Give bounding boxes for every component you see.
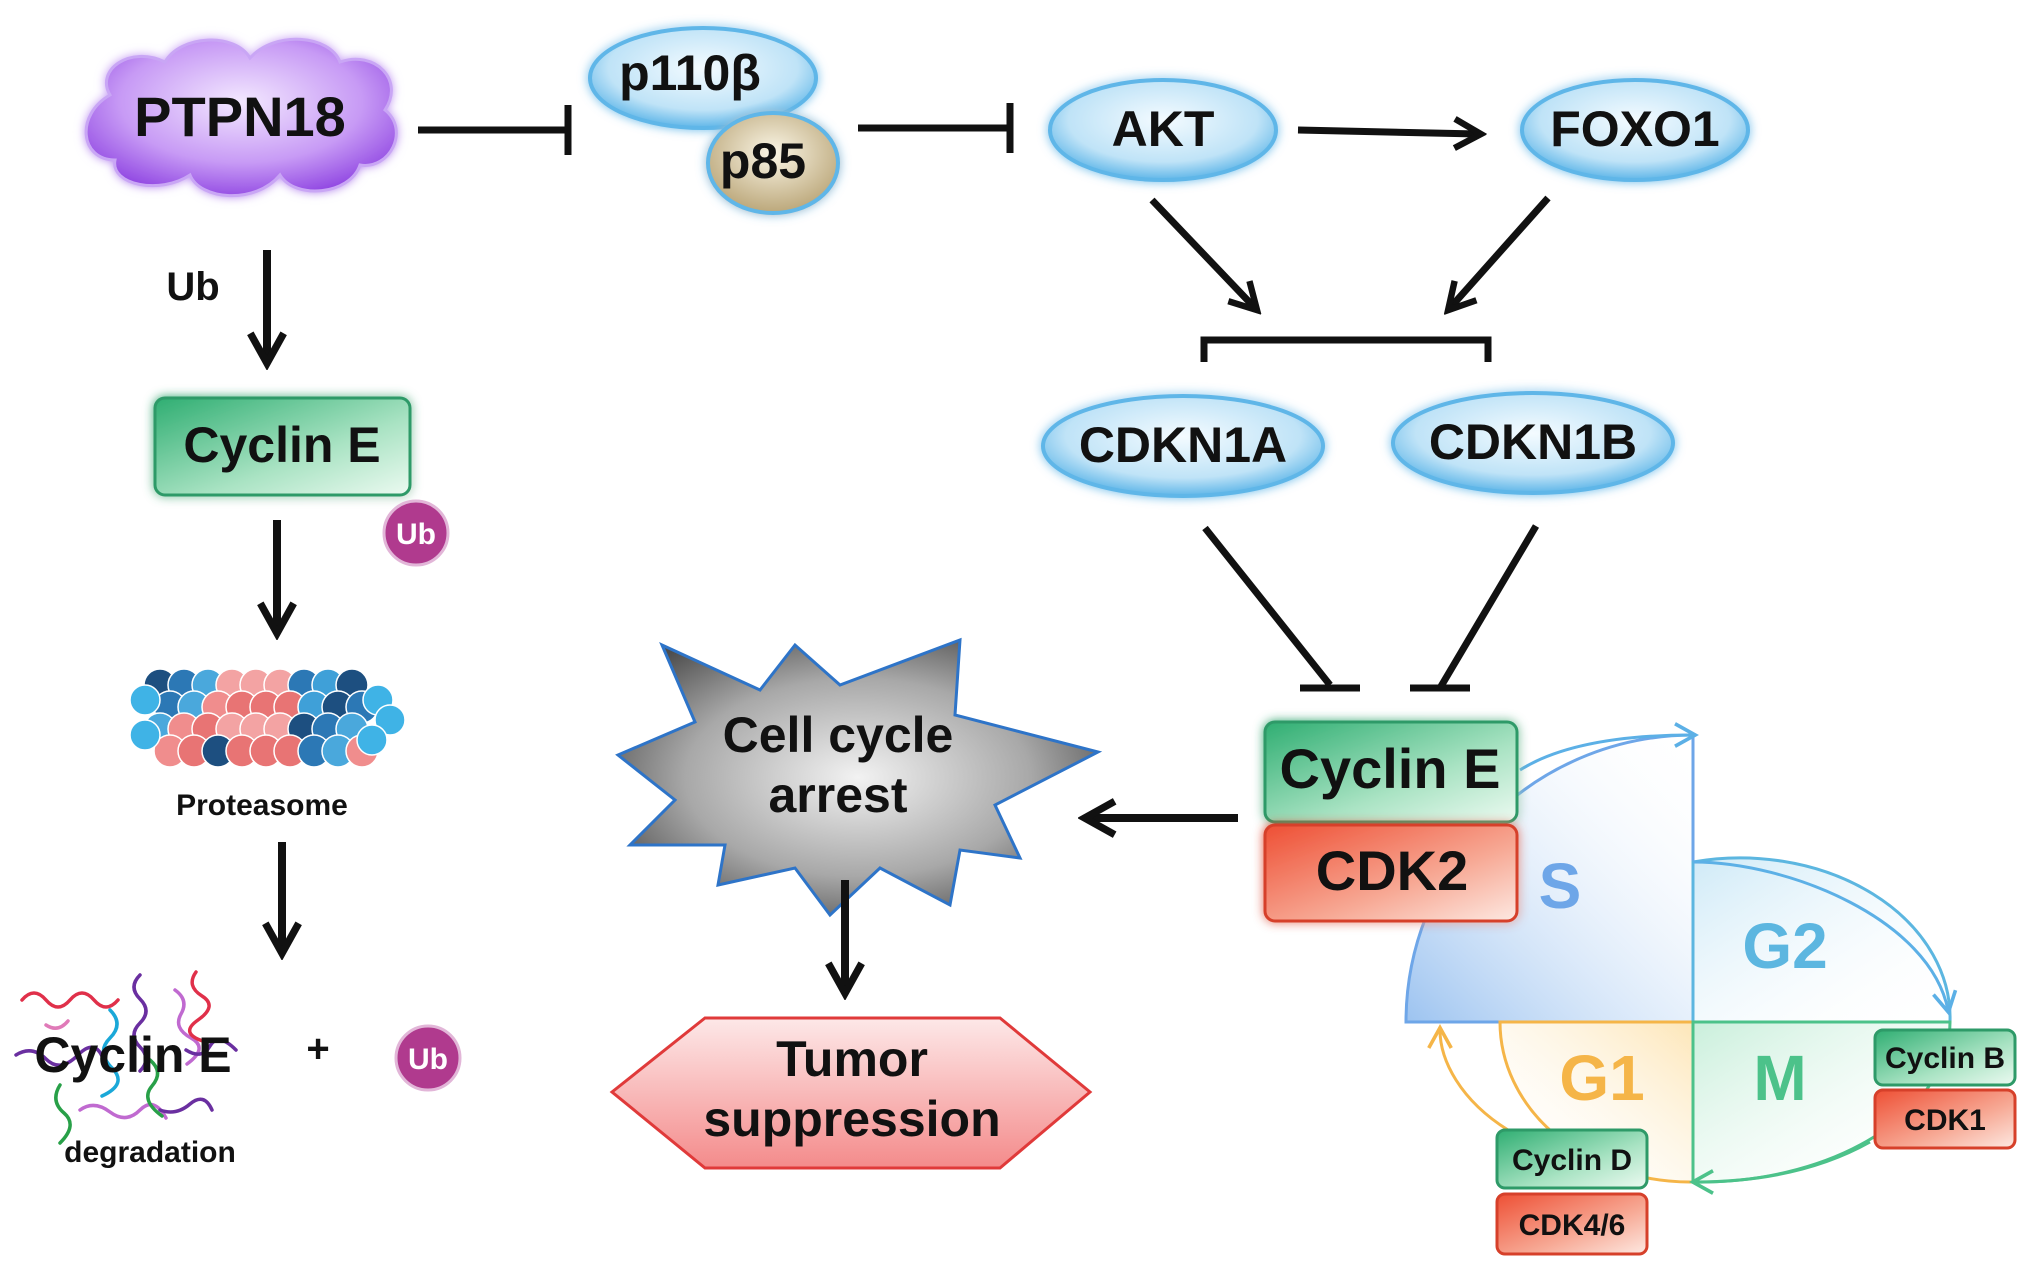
ptpn18-label: PTPN18	[134, 85, 346, 148]
tumor-suppression-hexagon	[609, 1016, 1093, 1170]
cdk2-box	[1263, 823, 1519, 923]
arrow-foxo1-bracket	[1450, 195, 1551, 308]
cdkn-bracket	[1200, 336, 1492, 362]
degradation-label: degradation	[64, 1136, 236, 1169]
cycle-arrow-s	[1519, 722, 1699, 772]
cdkn1b-label: CDKN1B	[1429, 414, 1637, 470]
cdk46-box	[1495, 1192, 1649, 1256]
cyclin-d-label: Cyclin D	[1512, 1144, 1632, 1177]
phase-m-label: M	[1753, 1042, 1806, 1114]
p85-label: p85	[720, 133, 806, 189]
cycle-arrow-g1	[1427, 1024, 1509, 1132]
phase-g2-sector	[1691, 856, 1952, 1024]
degraded-peptides-icon	[14, 970, 238, 1145]
akt-node	[1048, 78, 1278, 182]
inhibit-edge-cdkn1b-cdk2	[1410, 524, 1540, 692]
proteasome-subunit	[356, 724, 388, 756]
foxo1-label: FOXO1	[1550, 101, 1719, 157]
cdk1-box	[1873, 1088, 2017, 1150]
inhibit-edge-cdkn1a-cdk2	[1202, 525, 1360, 692]
proteasome-icon	[129, 668, 406, 768]
plus-sign: +	[306, 1027, 329, 1071]
cdkn1b-node	[1391, 391, 1675, 495]
p85-node	[706, 111, 840, 215]
ub-badge-1	[382, 499, 450, 567]
cyclin-e-top-box	[153, 396, 412, 497]
cdk1-label: CDK1	[1904, 1104, 1986, 1137]
inhibit-edge-pi3k-akt	[858, 103, 1014, 153]
proteasome-subunit	[374, 704, 406, 736]
tumor-suppression-label-1: Tumor	[776, 1031, 928, 1087]
phase-g1-label: G1	[1559, 1042, 1644, 1114]
degraded-cyclin-e-label: Cyclin E	[34, 1027, 231, 1083]
cdk46-label: CDK4/6	[1519, 1209, 1626, 1242]
cyclin-e-top-label: Cyclin E	[183, 417, 380, 473]
cyclin-d-box	[1495, 1128, 1649, 1190]
akt-label: AKT	[1112, 101, 1215, 157]
cyclin-e-complex-box	[1263, 720, 1519, 824]
p110b-node	[588, 26, 818, 130]
cycle-arrow-m	[1689, 1140, 1871, 1195]
cdkn1a-label: CDKN1A	[1079, 417, 1287, 473]
ub-badge-1-label: Ub	[396, 518, 436, 551]
cyclin-b-box	[1873, 1028, 2017, 1087]
cell-cycle-arrest-label-2: arrest	[769, 767, 908, 823]
tumor-suppression-label-2: suppression	[703, 1091, 1000, 1147]
p110b-label: p110β	[619, 45, 761, 101]
proteasome-subunit	[129, 719, 161, 751]
cycle-arrow-g2	[1692, 860, 1958, 1016]
cdkn1a-node	[1041, 394, 1325, 498]
phase-s-label: S	[1539, 850, 1582, 922]
ub-badge-2	[394, 1024, 462, 1092]
cdk2-label: CDK2	[1316, 839, 1468, 902]
phase-g2-label: G2	[1742, 910, 1827, 982]
cyclin-b-label: Cyclin B	[1885, 1042, 2005, 1075]
cell-cycle-arrest-label-1: Cell cycle	[723, 707, 954, 763]
ub-arrow-label: Ub	[166, 265, 219, 309]
ptpn18-node	[84, 37, 398, 198]
foxo1-node	[1520, 78, 1750, 182]
proteasome-subunit	[129, 684, 161, 716]
cyclin-e-complex-label: Cyclin E	[1280, 737, 1501, 800]
inhibit-edge-ptpn18-pi3k	[418, 105, 572, 155]
arrow-akt-foxo1	[1297, 130, 1478, 134]
cell-cycle-arrest-star	[615, 637, 1103, 918]
proteasome-label: Proteasome	[176, 789, 348, 822]
ub-badge-2-label: Ub	[408, 1043, 448, 1076]
arrow-akt-bracket	[1149, 197, 1255, 308]
